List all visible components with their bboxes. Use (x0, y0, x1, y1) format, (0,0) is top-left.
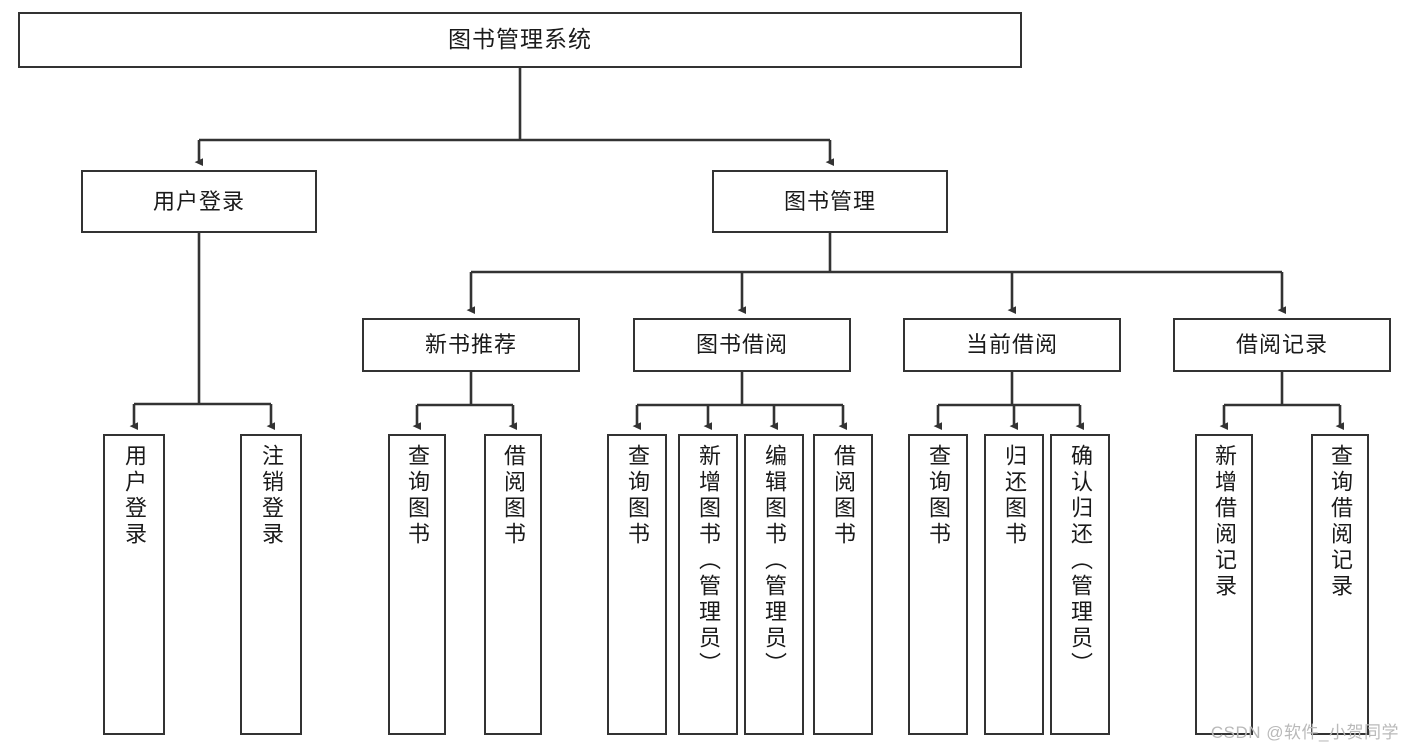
leaf-return-book[interactable]: 归还图书 (984, 434, 1044, 735)
node-label: 用户登录 (122, 444, 147, 548)
leaf-borrow-book-recommendation[interactable]: 借阅图书 (484, 434, 542, 735)
leaf-edit-book-admin[interactable]: 编辑图书（管理员） (744, 434, 804, 735)
node-label: 归还图书 (1002, 444, 1027, 548)
node-label: 确认归还（管理员） (1068, 444, 1093, 678)
node-label: 查询图书 (926, 444, 951, 548)
node-label: 借阅记录 (1235, 332, 1328, 358)
leaf-query-book-current[interactable]: 查询图书 (908, 434, 968, 735)
node-new-book-recommendation[interactable]: 新书推荐 (362, 318, 580, 372)
leaf-confirm-return-admin[interactable]: 确认归还（管理员） (1050, 434, 1110, 735)
node-root-system[interactable]: 图书管理系统 (18, 12, 1022, 68)
node-borrow-record[interactable]: 借阅记录 (1173, 318, 1391, 372)
node-label: 借阅图书 (501, 444, 526, 548)
node-label: 当前借阅 (965, 332, 1058, 358)
leaf-borrow-book[interactable]: 借阅图书 (813, 434, 873, 735)
node-label: 查询图书 (405, 444, 430, 548)
node-label: 查询借阅记录 (1328, 444, 1353, 600)
watermark-text: CSDN @软件_小贺同学 (1210, 723, 1399, 742)
node-label: 新增借阅记录 (1212, 444, 1237, 600)
leaf-add-book-admin[interactable]: 新增图书（管理员） (678, 434, 738, 735)
node-label: 新增图书（管理员） (696, 444, 721, 678)
node-label: 图书管理 (783, 188, 876, 214)
node-book-borrow[interactable]: 图书借阅 (633, 318, 851, 372)
leaf-logout[interactable]: 注销登录 (240, 434, 302, 735)
node-label: 用户登录 (152, 188, 245, 214)
node-user-login[interactable]: 用户登录 (81, 170, 317, 233)
leaf-user-login[interactable]: 用户登录 (103, 434, 165, 735)
leaf-add-borrow-record[interactable]: 新增借阅记录 (1195, 434, 1253, 735)
node-label: 注销登录 (259, 444, 284, 548)
node-book-management[interactable]: 图书管理 (712, 170, 948, 233)
leaf-query-borrow-record[interactable]: 查询借阅记录 (1311, 434, 1369, 735)
node-label: 图书管理系统 (448, 26, 592, 53)
node-label: 编辑图书（管理员） (762, 444, 787, 678)
node-label: 查询图书 (625, 444, 650, 548)
node-label: 新书推荐 (424, 332, 517, 358)
leaf-query-book[interactable]: 查询图书 (607, 434, 667, 735)
node-current-borrow[interactable]: 当前借阅 (903, 318, 1121, 372)
node-label: 图书借阅 (695, 332, 788, 358)
node-label: 借阅图书 (831, 444, 856, 548)
leaf-query-book-recommendation[interactable]: 查询图书 (388, 434, 446, 735)
